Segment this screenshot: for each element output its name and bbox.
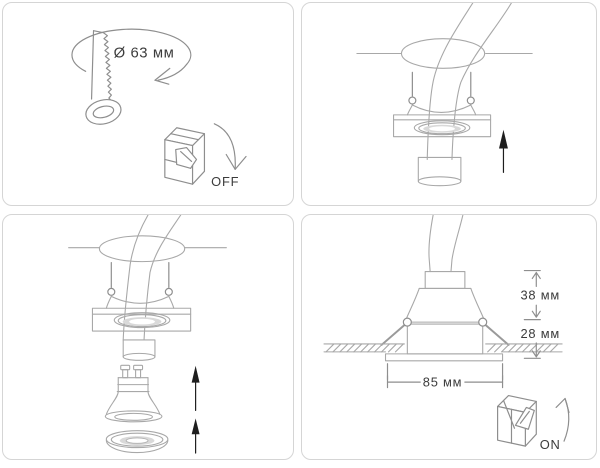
wall-switch-on-icon [497, 394, 537, 447]
ceiling-hole [68, 235, 227, 263]
depth-below-label: 28 мм [520, 326, 560, 341]
spring-clips [105, 262, 175, 309]
dimension-28mm [523, 319, 541, 359]
dimension-85mm [386, 363, 504, 389]
ceiling-hatching [323, 343, 563, 353]
panel-step2-insert-fixture [301, 2, 597, 206]
wall-switch-off-icon [164, 127, 206, 185]
on-arrow-icon [555, 397, 570, 442]
step3-illustration [68, 215, 227, 454]
trim-ring [105, 430, 169, 454]
up-arrow-icon [191, 365, 200, 411]
mounting-frame [393, 114, 492, 138]
ceiling-hole [356, 38, 533, 69]
spring-clips [406, 71, 477, 116]
hole-saw-icon [85, 30, 122, 125]
gu10-bulb [104, 364, 163, 423]
dimension-38mm [523, 269, 541, 318]
switch-off-label: OFF [211, 174, 239, 189]
cut-circle-arrow [71, 28, 192, 85]
power-cable [426, 3, 512, 160]
up-arrow-icon-2 [191, 418, 200, 454]
mounting-frame [91, 307, 192, 332]
width-label: 85 мм [423, 375, 463, 390]
switch-on-label: ON [540, 437, 561, 452]
panel-step3-insert-bulb [2, 214, 294, 460]
gu10-socket [122, 339, 156, 361]
step1-illustration: Ø 63 мм OFF [71, 28, 247, 189]
power-cable [428, 215, 464, 273]
hole-diameter-label: Ø 63 мм [114, 45, 175, 61]
step4-illustration: 38 мм 28 мм 85 мм [323, 215, 570, 452]
gu10-socket [417, 156, 462, 187]
installed-fixture-cross-section [380, 270, 510, 362]
depth-above-label: 38 мм [520, 287, 560, 302]
up-arrow-icon [499, 129, 508, 173]
panel-step1-cut-hole: Ø 63 мм OFF [2, 2, 294, 206]
panel-step4-installed: 38 мм 28 мм 85 мм [301, 214, 597, 460]
off-arrow-icon [213, 123, 247, 170]
step2-illustration [356, 3, 533, 187]
